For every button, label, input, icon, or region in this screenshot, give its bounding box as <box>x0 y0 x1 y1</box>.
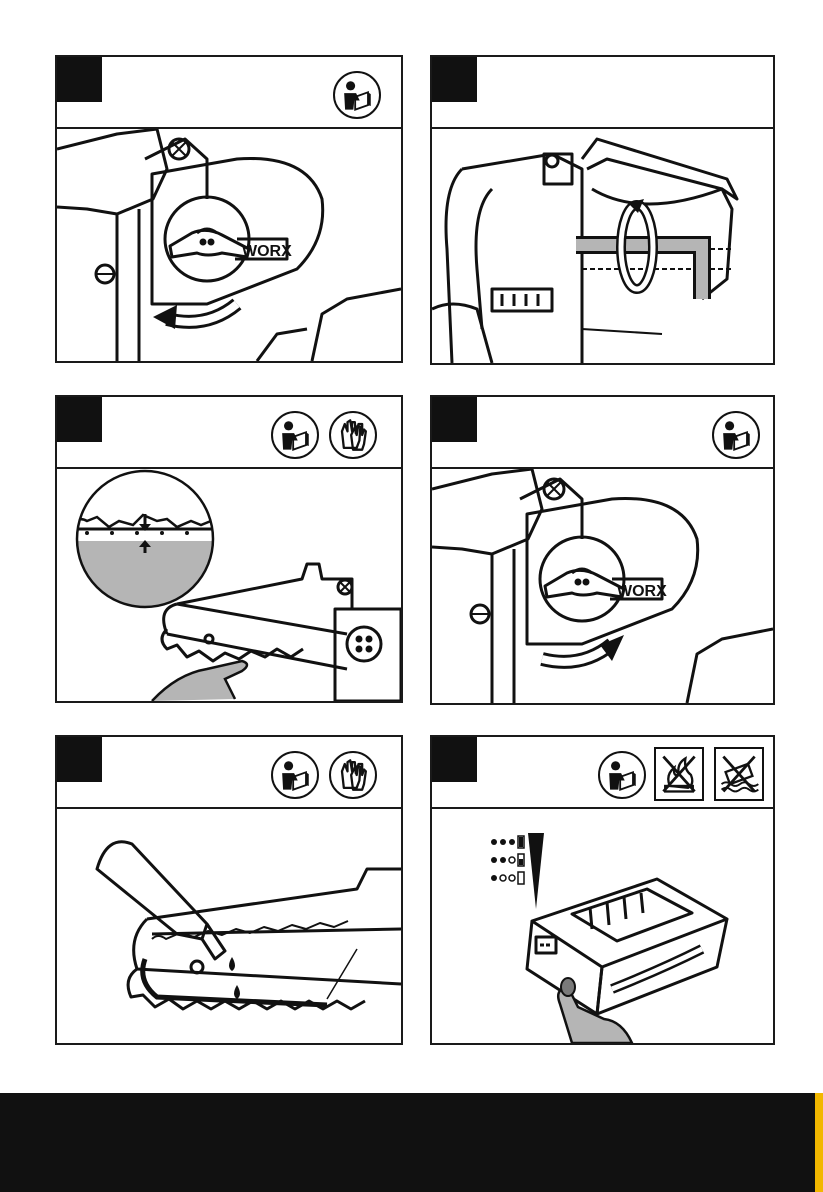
wear-gloves-icon <box>329 411 377 459</box>
step-number-box <box>432 737 477 782</box>
step-panel-6 <box>430 735 775 1045</box>
step-header <box>432 57 773 129</box>
step-panel-1: WORX <box>55 55 403 363</box>
no-water-icon <box>714 747 764 801</box>
step-number-box <box>57 57 102 102</box>
step-number-box <box>432 397 477 442</box>
illustration-chain-tension <box>432 129 773 363</box>
illustration-chain-oiling <box>57 809 401 1043</box>
step-header <box>57 57 401 129</box>
read-manual-icon <box>712 411 760 459</box>
read-manual-icon <box>271 751 319 799</box>
worx-logo: WORX <box>617 583 667 600</box>
step-panel-5 <box>55 735 403 1045</box>
step-number-box <box>432 57 477 102</box>
step-header <box>432 397 773 469</box>
step-number-box <box>57 397 102 442</box>
step-number-box <box>57 737 102 782</box>
read-manual-icon <box>271 411 319 459</box>
step-panel-4: WORX <box>430 395 775 705</box>
illustration-battery-charge-check <box>432 809 773 1043</box>
worx-logo: WORX <box>242 243 292 260</box>
step-header <box>57 737 401 809</box>
no-fire-icon <box>654 747 704 801</box>
illustration-knob-tighten: WORX <box>432 469 773 703</box>
illustration-knob-loosen: WORX <box>57 129 401 361</box>
footer-band <box>0 1093 815 1192</box>
read-manual-icon <box>598 751 646 799</box>
read-manual-icon <box>333 71 381 119</box>
wear-gloves-icon <box>329 751 377 799</box>
step-header <box>432 737 773 809</box>
footer-accent-edge <box>815 1093 823 1192</box>
step-header <box>57 397 401 469</box>
step-panel-3 <box>55 395 403 703</box>
charge-level-indicator <box>491 833 544 909</box>
illustration-chain-check <box>57 469 401 701</box>
step-panel-2 <box>430 55 775 365</box>
